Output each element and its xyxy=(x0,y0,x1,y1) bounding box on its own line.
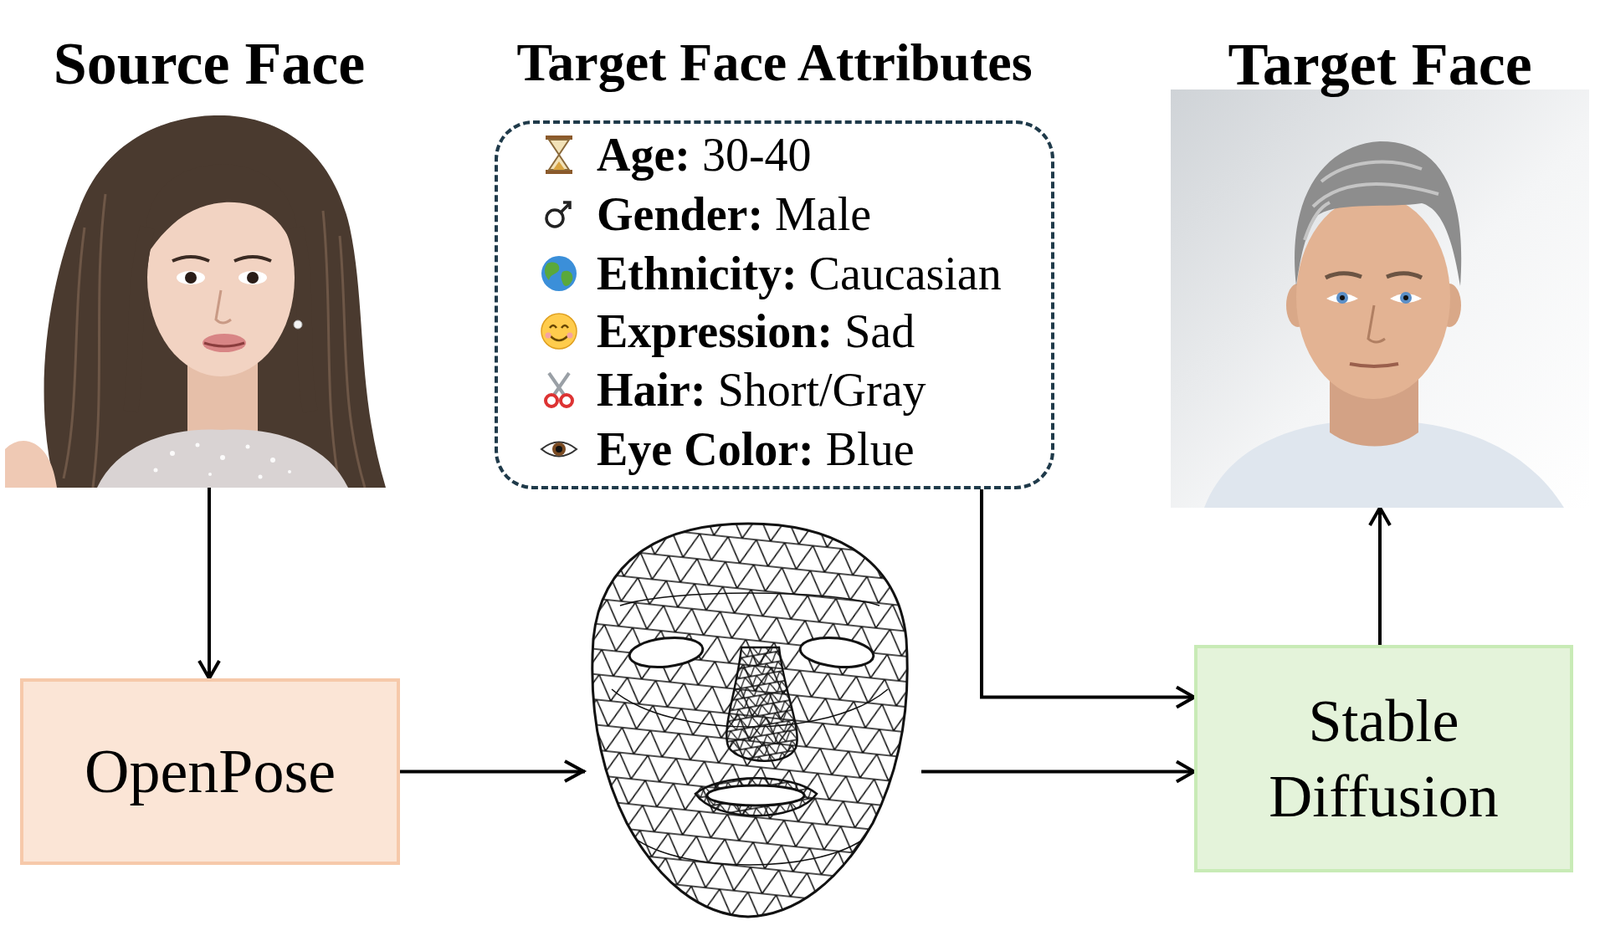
attribute-row: Eye Color:Blue xyxy=(596,424,914,475)
eye-icon xyxy=(541,442,577,457)
photo-frame: Target Face xyxy=(1170,89,1590,508)
arrow-connector xyxy=(1378,507,1382,646)
process-label: Stable Diffusion xyxy=(1233,683,1535,835)
attribute-row: Expression:Sad xyxy=(596,306,915,357)
target-photo xyxy=(1170,89,1590,508)
heading-wrap: Source Face xyxy=(53,30,366,98)
attribute-row: Age:30-40 xyxy=(596,129,812,180)
attribute-label: Gender: xyxy=(596,189,764,240)
arrow-head xyxy=(564,761,584,782)
attribute-row: Gender:Male xyxy=(596,189,872,240)
scissors-icon xyxy=(545,373,573,407)
attribute-label: Eye Color: xyxy=(596,424,815,475)
attribute-label: Hair: xyxy=(596,364,707,416)
attribute-box: Target Face AttributesAge:30-40Gender:Ma… xyxy=(494,120,1055,490)
heading: Source Face xyxy=(53,30,366,98)
male-symbol xyxy=(546,202,570,227)
process-box: Stable Diffusion xyxy=(1194,645,1574,873)
attribute-value: Sad xyxy=(844,306,915,357)
photo-frame: Source Face xyxy=(5,110,414,488)
process-label: OpenPose xyxy=(84,733,336,811)
arrow-connector xyxy=(981,489,1195,698)
attribute-row: Ethnicity:Caucasian xyxy=(596,248,1002,299)
smiley-icon xyxy=(541,313,577,349)
attribute-value: Short/Gray xyxy=(717,364,927,416)
attribute-label: Ethnicity: xyxy=(596,248,798,299)
face-mesh xyxy=(592,523,908,918)
heading-wrap: Target Face Attributes xyxy=(516,32,1032,93)
attribute-value: Caucasian xyxy=(809,248,1002,299)
globe-icon xyxy=(541,256,577,292)
source-photo xyxy=(5,110,414,488)
heading: Target Face xyxy=(1227,30,1532,98)
heading-wrap: Target Face xyxy=(1227,30,1532,98)
arrow-connector xyxy=(207,487,211,679)
hourglass-icon xyxy=(545,135,573,175)
attribute-value: Male xyxy=(774,189,872,240)
attribute-value: 30-40 xyxy=(702,129,812,180)
heading: Target Face Attributes xyxy=(516,32,1032,93)
process-box: OpenPose xyxy=(20,678,400,866)
attribute-value: Blue xyxy=(825,424,915,475)
attribute-row: Hair:Short/Gray xyxy=(596,364,926,416)
attribute-label: Age: xyxy=(596,129,691,180)
attribute-label: Expression: xyxy=(596,306,833,357)
